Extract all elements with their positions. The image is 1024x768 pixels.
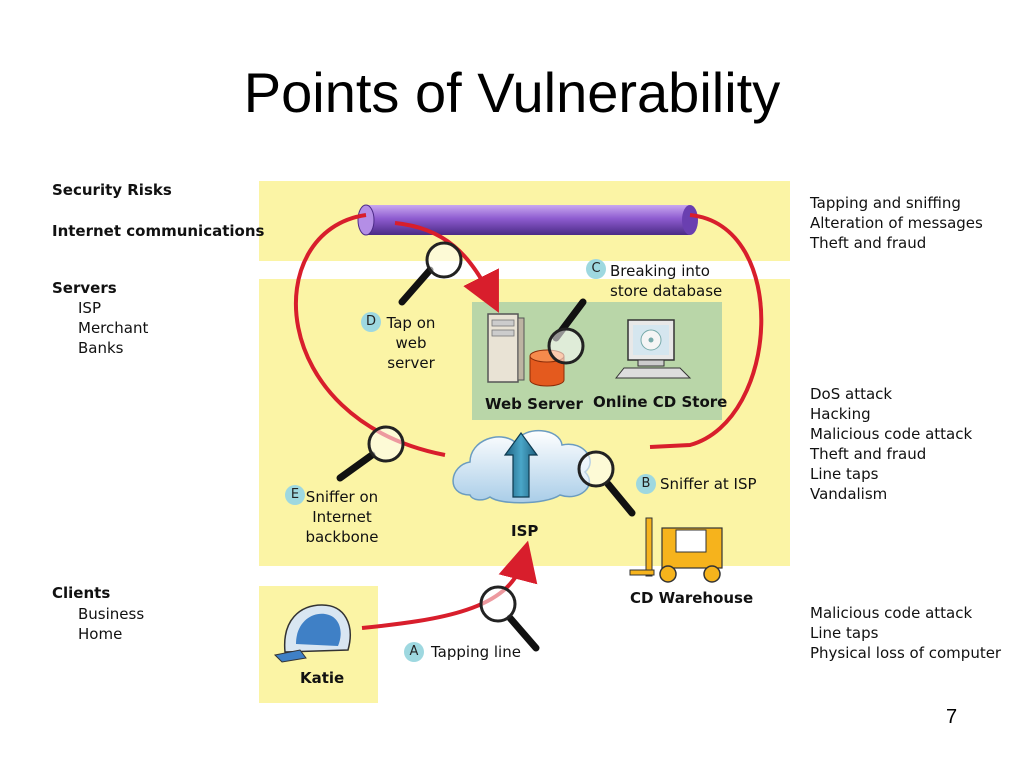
risk-internet-3: Theft and fraud (810, 234, 927, 252)
page-number: 7 (946, 706, 958, 728)
isp-cloud-icon (452, 429, 591, 504)
point-e-label: Sniffer on Internet backbone (302, 487, 382, 547)
label-server-merchant: Merchant (78, 319, 149, 337)
magnifier-a-icon (479, 585, 540, 652)
label-security-risks: Security Risks (52, 181, 172, 199)
label-isp: ISP (511, 522, 539, 540)
point-d-label: Tap on web server (380, 313, 442, 373)
point-b-label: Sniffer at ISP (660, 475, 757, 493)
risk-server-1: DoS attack (810, 385, 893, 403)
label-client-home: Home (78, 625, 123, 643)
point-d-line-1: Tap on (386, 314, 436, 332)
label-katie: Katie (300, 669, 345, 687)
risk-internet-1: Tapping and sniffing (810, 194, 961, 212)
point-c-line-2: store database (610, 282, 723, 300)
point-e-line-2: Internet (312, 508, 372, 526)
risk-server-4: Theft and fraud (810, 445, 927, 463)
risk-client-2: Line taps (810, 624, 879, 642)
forklift-icon (629, 517, 723, 583)
web-server-icon (487, 313, 525, 383)
badge-e: E (285, 485, 305, 505)
risk-client-3: Physical loss of computer (810, 644, 1002, 662)
point-a-label: Tapping line (431, 643, 521, 661)
point-c-label: Breaking into store database (610, 261, 722, 301)
path-right-loop (649, 213, 764, 449)
label-server-isp: ISP (78, 299, 101, 317)
risk-server-2: Hacking (810, 405, 871, 423)
laptop-icon (273, 604, 351, 663)
badge-d: D (361, 312, 381, 332)
risk-server-3: Malicious code attack (810, 425, 973, 443)
point-d-line-2: web (395, 334, 427, 352)
badge-c: C (586, 259, 606, 279)
label-web-server: Web Server (485, 395, 583, 413)
label-cd-warehouse: CD Warehouse (630, 589, 754, 607)
label-clients: Clients (52, 584, 111, 602)
label-client-business: Business (78, 605, 145, 623)
label-online-cd-store: Online CD Store (593, 393, 728, 411)
path-katie-to-isp (361, 540, 538, 630)
magnifier-b-icon (577, 450, 636, 517)
point-e-line-3: backbone (305, 528, 379, 546)
risk-server-6: Vandalism (810, 485, 888, 503)
point-d-line-3: server (387, 354, 435, 372)
badge-b: B (636, 474, 656, 494)
magnifier-d-icon (398, 241, 463, 306)
computer-icon (614, 319, 692, 379)
risk-internet-2: Alteration of messages (810, 214, 983, 232)
page-title: Points of Vulnerability (243, 61, 781, 124)
point-e-line-1: Sniffer on (305, 488, 379, 506)
risk-client-1: Malicious code attack (810, 604, 973, 622)
internet-pipe (357, 204, 698, 236)
point-c-line-1: Breaking into (610, 262, 710, 280)
badge-a: A (404, 642, 424, 662)
label-internet-communications: Internet communications (52, 222, 265, 240)
magnifier-e-icon (336, 425, 405, 482)
label-servers: Servers (52, 279, 117, 297)
label-server-banks: Banks (78, 339, 124, 357)
magnifier-c-icon (547, 298, 587, 365)
risk-server-5: Line taps (810, 465, 879, 483)
